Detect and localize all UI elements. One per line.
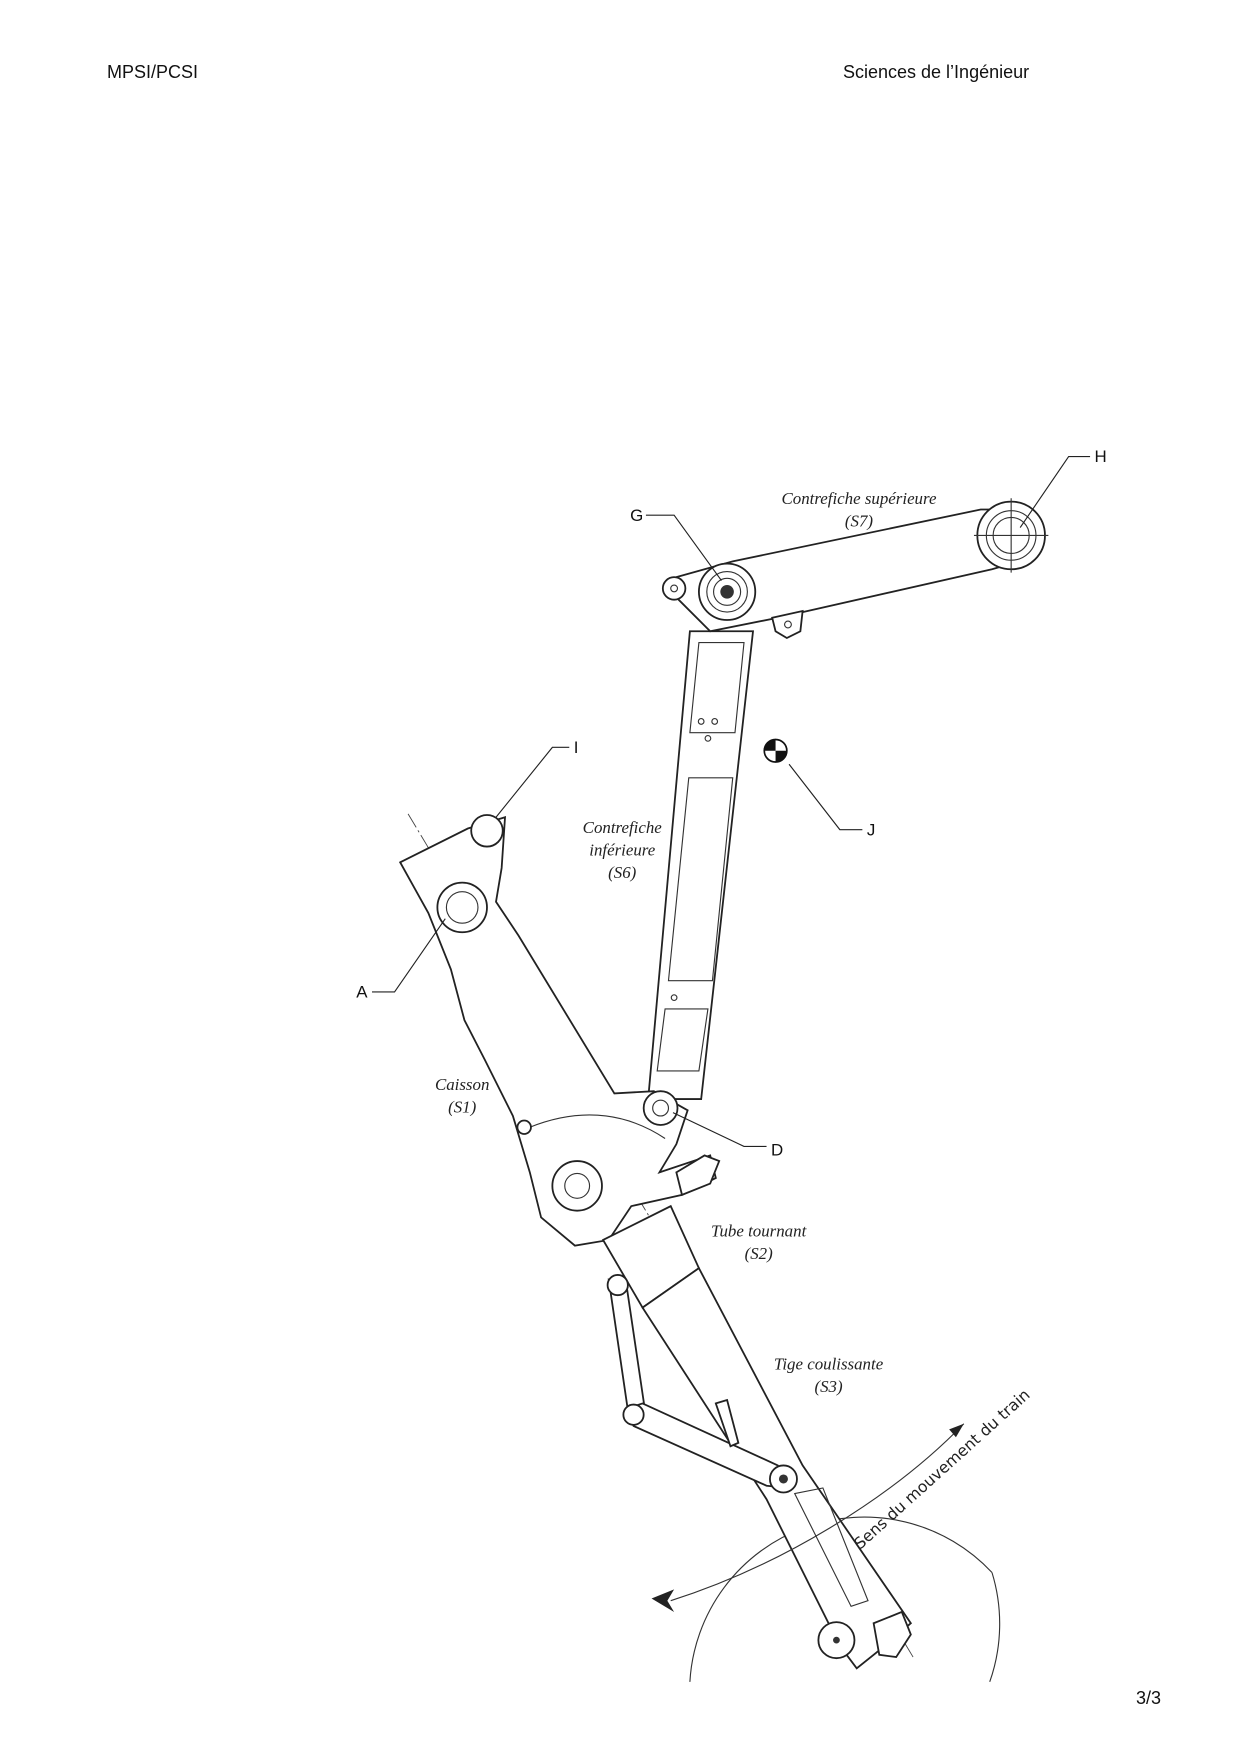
s1-id: (S1) — [448, 1098, 477, 1117]
s3-name: Tige coulissante — [774, 1355, 884, 1374]
point-h-label: H — [1095, 447, 1107, 466]
s6-name-2: inférieure — [589, 841, 655, 860]
torque-links — [606, 1274, 798, 1494]
header-right: Sciences de l’Ingénieur — [843, 62, 1030, 82]
header-left: MPSI/PCSI — [107, 62, 199, 82]
point-g-label: G — [630, 506, 643, 525]
s2-id: (S2) — [745, 1244, 774, 1263]
s3-id: (S3) — [814, 1377, 843, 1396]
s2-name: Tube tournant — [711, 1222, 808, 1241]
page-number: 3/3 — [1136, 1688, 1162, 1708]
point-j-label: J — [867, 820, 875, 839]
s1-name: Caisson — [435, 1075, 489, 1094]
s6-id: (S6) — [608, 863, 637, 882]
lower-strut-s6 — [647, 630, 755, 1100]
leader-lines — [372, 455, 1091, 1147]
point-d-label: D — [771, 1140, 783, 1159]
center-of-mass-icon — [763, 738, 788, 763]
point-i-label: I — [574, 738, 579, 757]
motion-label: Sens du mouvement du train — [850, 1385, 1034, 1553]
upper-strut-s7 — [661, 498, 1049, 640]
s6-name-1: Contrefiche — [583, 818, 663, 837]
s7-id: (S7) — [845, 511, 874, 530]
caisson-s1 — [398, 814, 721, 1247]
point-a-label: A — [356, 983, 368, 1002]
s7-name: Contrefiche supérieure — [782, 489, 937, 508]
